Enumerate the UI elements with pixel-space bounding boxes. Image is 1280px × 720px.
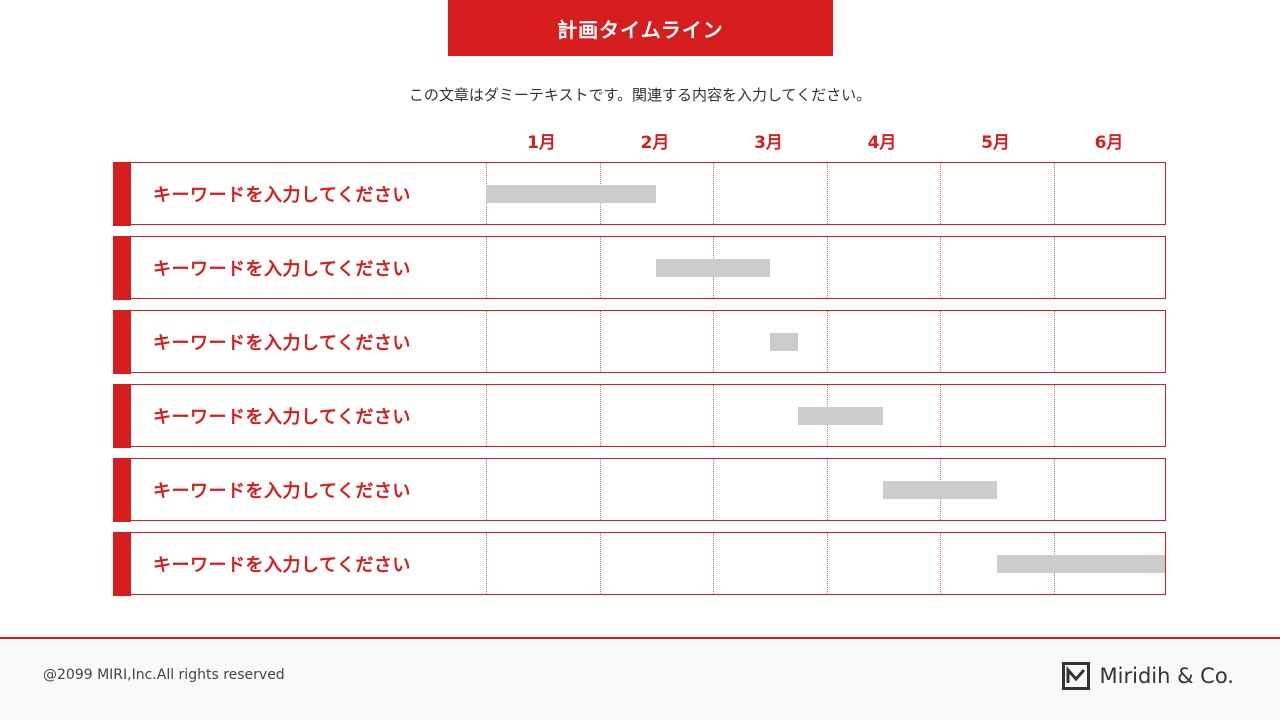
month-gridline [1053, 385, 1055, 446]
month-gridline [713, 459, 714, 520]
month-label: 3月 [754, 133, 783, 153]
month-gridline [713, 385, 714, 446]
month-label: 5月 [981, 133, 1010, 153]
row-accent [112, 235, 131, 300]
month-label: 4月 [867, 133, 897, 153]
row-accent [112, 457, 131, 522]
timeline-row: キーワードを入力してください [112, 531, 1166, 596]
company-logo: Miridih & Co. [1061, 662, 1234, 690]
row-label: キーワードを入力してください [153, 406, 411, 428]
timeline-bar [769, 333, 799, 351]
row-accent [112, 531, 131, 596]
month-gridline [486, 533, 487, 594]
month-label: 2月 [640, 133, 670, 153]
timeline-bar [486, 185, 657, 203]
month-gridline [826, 237, 828, 298]
row-label: キーワードを入力してください [153, 480, 411, 502]
month-gridline [713, 311, 714, 372]
row-accent [112, 161, 131, 226]
month-gridline [486, 237, 487, 298]
month-gridline [599, 311, 601, 372]
timeline-bar [996, 555, 1165, 573]
month-gridline [826, 311, 828, 372]
timeline-row: キーワードを入力してください [112, 383, 1166, 448]
month-gridline [1053, 163, 1055, 224]
timeline-bar [798, 407, 884, 425]
month-gridline [599, 385, 601, 446]
month-gridline [486, 459, 487, 520]
timeline-row: キーワードを入力してください [112, 161, 1166, 226]
month-gridline [940, 163, 941, 224]
month-label: 6月 [1094, 133, 1124, 153]
timeline-bar [656, 259, 770, 277]
page-subtitle: この文章はダミーテキストです。関連する内容を入力してください。 [408, 86, 872, 104]
month-gridline [940, 311, 941, 372]
row-label: キーワードを入力してください [153, 258, 411, 280]
copyright-text: @2099 MIRI,Inc.All rights reserved [43, 667, 285, 683]
month-gridline [486, 385, 487, 446]
month-gridline [940, 385, 941, 446]
miridih-logo-icon [1061, 662, 1090, 690]
footer-divider [0, 637, 1280, 639]
page-title: 計画タイムライン [448, 0, 833, 56]
month-label: 1月 [527, 133, 556, 153]
month-gridline [486, 311, 487, 372]
month-gridline [713, 533, 714, 594]
timeline-row: キーワードを入力してください [112, 309, 1166, 374]
logo-text: Miridih & Co. [1099, 664, 1234, 688]
month-gridline [940, 533, 941, 594]
month-gridline [1053, 237, 1055, 298]
timeline-bar [883, 481, 997, 499]
timeline-row: キーワードを入力してください [112, 457, 1166, 522]
row-label: キーワードを入力してください [153, 184, 411, 206]
row-accent [112, 309, 131, 374]
timeline-row: キーワードを入力してください [112, 235, 1166, 300]
month-gridline [599, 459, 601, 520]
row-accent [112, 383, 131, 448]
month-gridline [940, 237, 941, 298]
month-gridline [599, 533, 601, 594]
month-gridline [826, 459, 828, 520]
month-gridline [713, 163, 714, 224]
month-gridline [599, 237, 601, 298]
month-gridline [826, 533, 828, 594]
month-gridline [1053, 311, 1055, 372]
row-label: キーワードを入力してください [153, 332, 411, 354]
row-label: キーワードを入力してください [153, 554, 411, 576]
month-gridline [826, 163, 828, 224]
month-gridline [1053, 459, 1055, 520]
